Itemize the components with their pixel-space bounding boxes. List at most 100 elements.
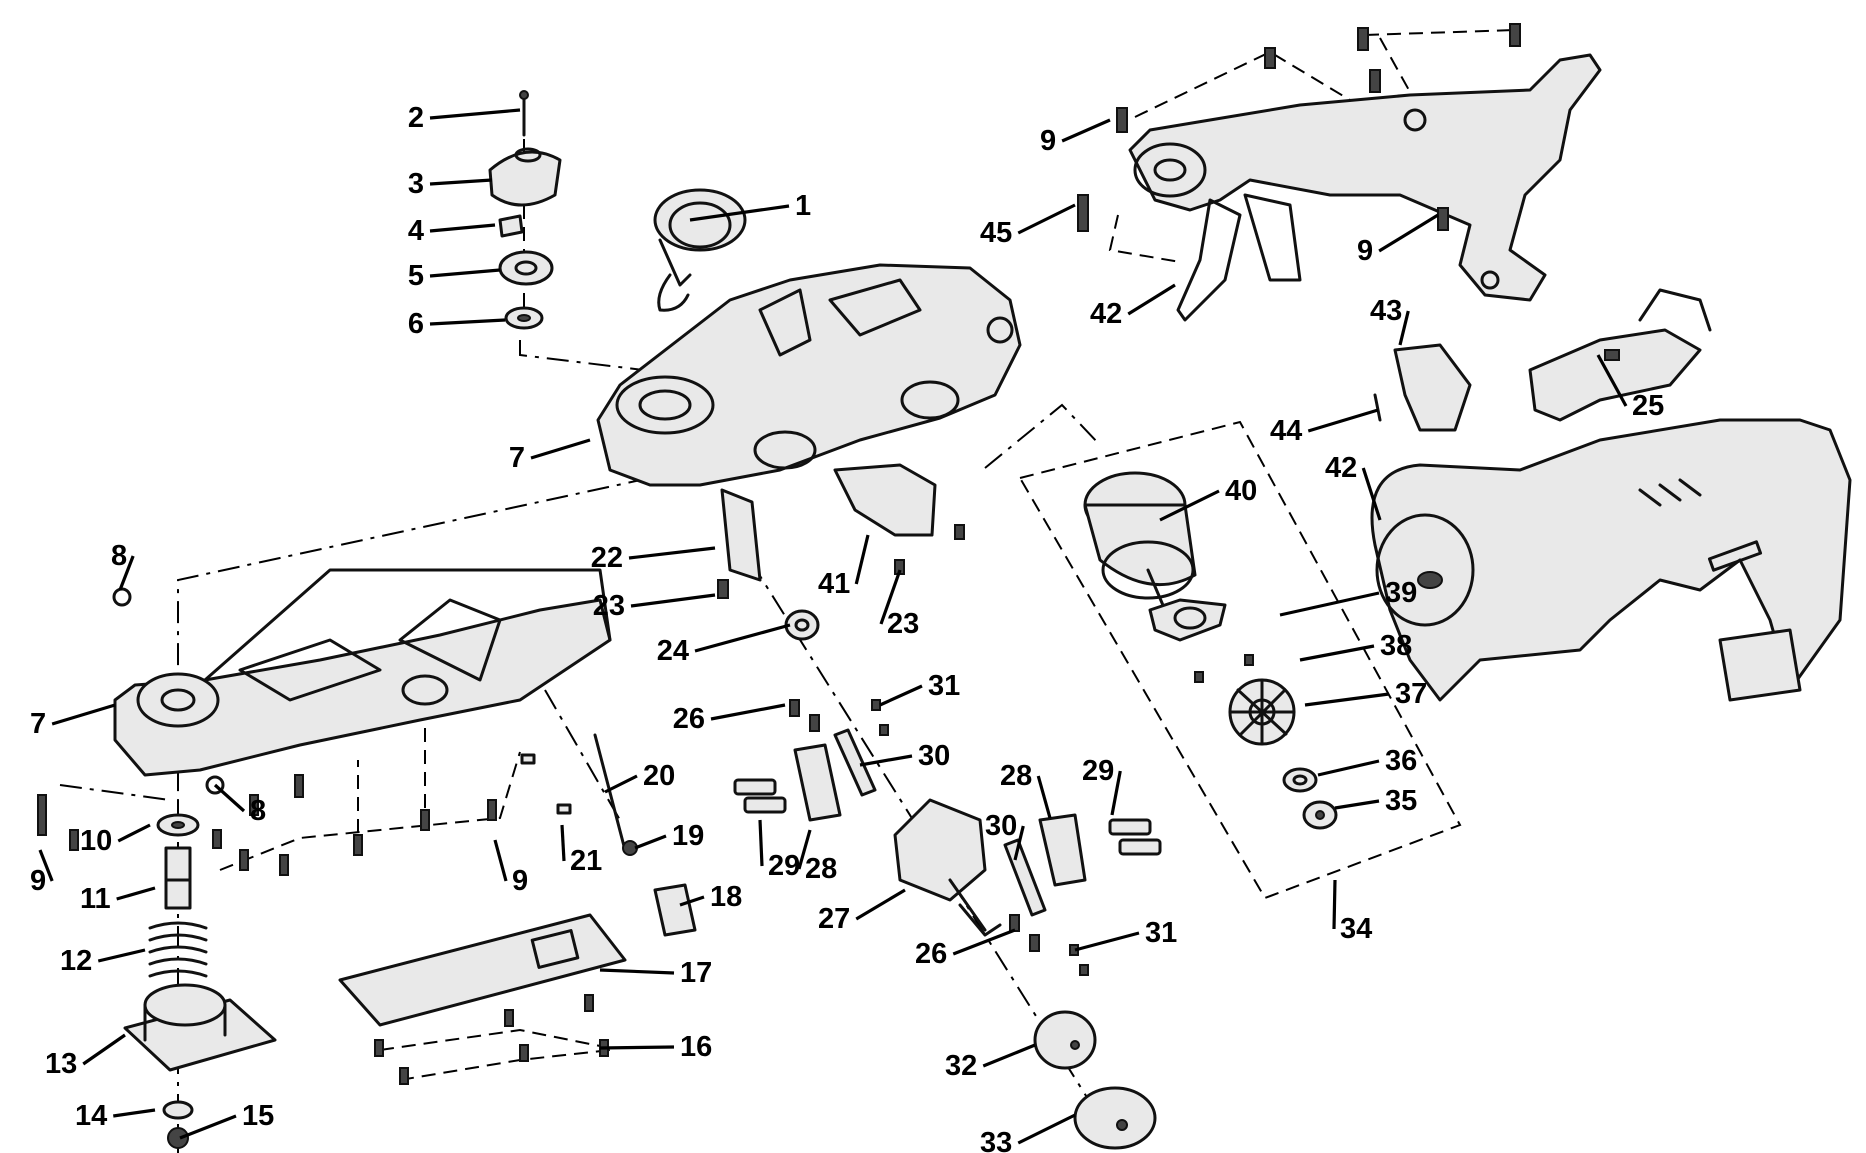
callout-leader [1304, 692, 1390, 707]
callout-leader [1127, 283, 1176, 316]
callout-label: 26 [915, 938, 947, 970]
part-bolts-29 [733, 778, 1162, 856]
callout-label: 9 [1040, 125, 1056, 157]
callout-leader [679, 895, 705, 907]
callout-7: 7 [30, 703, 116, 740]
callout-label: 14 [75, 1100, 107, 1132]
callout-32: 32 [945, 1043, 1036, 1082]
callout-label: 17 [680, 957, 712, 989]
callout-label: 30 [985, 810, 1017, 842]
callout-label: 16 [680, 1031, 712, 1063]
part-motor [1083, 471, 1197, 612]
part-belt-cover-ring [653, 188, 747, 312]
callout-9: 9 [493, 839, 528, 897]
callout-15: 15 [179, 1100, 274, 1140]
callout-4: 4 [408, 215, 496, 247]
callout-label: 26 [673, 703, 705, 735]
part-handle-housing [1370, 418, 1852, 702]
callout-leader [982, 1043, 1036, 1068]
part-blade-holders-28 [793, 743, 1087, 887]
callout-3: 3 [408, 168, 493, 200]
callout-leader [1378, 213, 1439, 253]
callout-leader [429, 178, 493, 186]
callout-leader [710, 703, 786, 721]
callout-leader [429, 108, 521, 120]
callout-label: 10 [80, 825, 112, 857]
callout-label: 35 [1385, 785, 1417, 817]
part-motor-bracket [1148, 598, 1227, 642]
callout-leader [1279, 591, 1380, 617]
callout-label: 42 [1325, 452, 1357, 484]
callout-31: 31 [879, 670, 960, 707]
callout-42: 42 [1090, 283, 1176, 330]
callout-1: 1 [689, 190, 811, 222]
callout-leader [604, 774, 638, 794]
part-key [498, 214, 524, 238]
callout-leader [1317, 759, 1380, 777]
callout-leader [429, 318, 506, 326]
callout-leader [634, 834, 667, 850]
callout-label: 3 [408, 168, 424, 200]
part-keys-21 [520, 753, 572, 815]
callout-leader [628, 546, 716, 560]
callout-38: 38 [1299, 630, 1412, 662]
part-pinion-35 [1302, 800, 1338, 830]
callout-label: 45 [980, 217, 1012, 249]
callout-20: 20 [604, 760, 675, 794]
callout-leader [82, 1033, 126, 1066]
callout-26: 26 [673, 703, 786, 735]
callout-leader [51, 703, 116, 726]
callout-leader [1017, 1113, 1076, 1145]
callout-label: 33 [980, 1127, 1012, 1153]
callout-label: 12 [60, 945, 92, 977]
callout-leader [599, 968, 675, 975]
callout-leader [113, 1108, 156, 1118]
callout-leader [213, 783, 246, 813]
assembly-lines [59, 29, 1516, 1153]
callout-31: 31 [1074, 917, 1177, 952]
part-spring [148, 921, 208, 978]
callout-label: 44 [1270, 415, 1302, 447]
callout-label: 29 [768, 850, 800, 882]
part-washer-10 [156, 813, 200, 837]
callout-11: 11 [80, 883, 156, 915]
callout-label: 23 [887, 608, 919, 640]
callout-21: 21 [560, 824, 602, 877]
callout-label: 2 [408, 102, 424, 134]
part-screws-9-base [37, 774, 497, 876]
callout-35: 35 [1334, 785, 1417, 817]
callout-7: 7 [509, 438, 591, 474]
callout-label: 23 [593, 590, 625, 622]
callout-14: 14 [75, 1100, 156, 1132]
callout-leader [1334, 799, 1380, 810]
callout-label: 5 [408, 260, 424, 292]
callout-label: 29 [1082, 755, 1114, 787]
callout-9: 9 [30, 849, 54, 897]
callout-leader [493, 839, 508, 882]
part-ball-19 [622, 840, 638, 856]
callout-leader [1596, 354, 1628, 407]
part-screw-2 [519, 90, 529, 137]
callout-leader [429, 268, 501, 278]
callout-28: 28 [1000, 760, 1052, 819]
callout-leader [797, 829, 812, 870]
callout-leader [1017, 203, 1076, 235]
callout-label: 11 [80, 883, 111, 915]
callout-leader [859, 754, 913, 767]
part-screws-38 [1194, 654, 1254, 683]
part-upper-housing [596, 263, 1022, 487]
callout-33: 33 [980, 1113, 1076, 1153]
callout-leader [560, 824, 566, 862]
callout-23: 23 [593, 590, 716, 622]
callout-16: 16 [599, 1031, 712, 1063]
callout-19: 19 [634, 820, 704, 852]
callout-leader [758, 819, 764, 867]
part-blade-guard [833, 463, 937, 537]
callout-leader [1361, 467, 1382, 521]
callout-label: 13 [45, 1048, 77, 1080]
callout-leader [429, 223, 496, 233]
callout-29: 29 [758, 819, 800, 882]
part-knob [488, 147, 562, 207]
callout-label: 7 [30, 708, 46, 740]
